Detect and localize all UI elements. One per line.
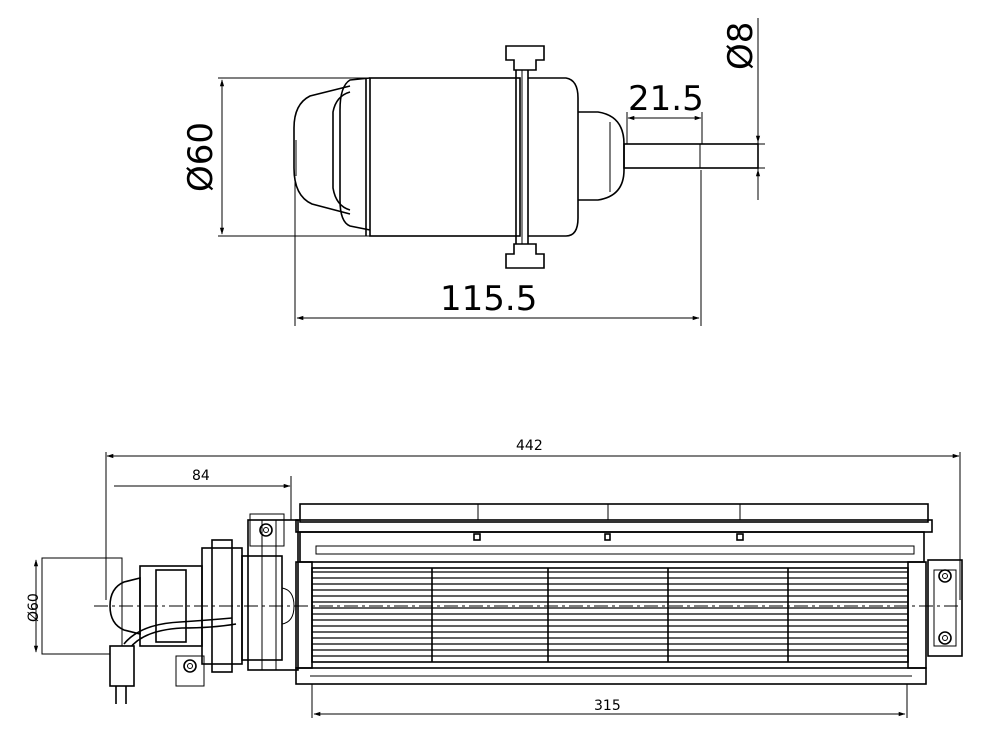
- power-plug: [109, 645, 135, 687]
- bracket-screw-bottom: [938, 631, 952, 645]
- impeller: [311, 567, 909, 663]
- motor-screw-top: [259, 523, 273, 537]
- motor-shaft: [623, 143, 759, 169]
- motor-front-cap: [578, 111, 625, 201]
- mounting-clip-top: [505, 45, 545, 71]
- motor-diameter-label: Ø60: [181, 122, 221, 192]
- blower-motor: [109, 513, 299, 704]
- blower-assembly-view: 442 84 Ø60: [26, 438, 963, 718]
- motor-offset-label: 84: [192, 468, 210, 484]
- impeller-length-label: 315: [594, 698, 621, 714]
- motor-screw-bottom: [183, 659, 197, 673]
- motor-rear-bell: [339, 77, 371, 231]
- shaft-length-label: 21.5: [628, 79, 704, 119]
- impeller-blades: [312, 571, 908, 657]
- shaft-diameter-label: Ø8: [721, 22, 761, 70]
- motor-side-view: Ø60 Ø8 21.5 115.5: [181, 18, 765, 326]
- bracket-screw-top: [938, 569, 952, 583]
- motor-rear-cap: [293, 85, 351, 215]
- assembly-diameter-label: Ø60: [26, 593, 42, 622]
- mounting-clip-bottom: [505, 243, 545, 269]
- blower-housing: [295, 503, 933, 685]
- right-bearing-bracket: [927, 559, 963, 657]
- overall-length-label: 115.5: [440, 279, 537, 319]
- total-length-label: 442: [516, 438, 543, 454]
- motor-front-bell: [528, 77, 579, 237]
- motor-body: [369, 77, 521, 237]
